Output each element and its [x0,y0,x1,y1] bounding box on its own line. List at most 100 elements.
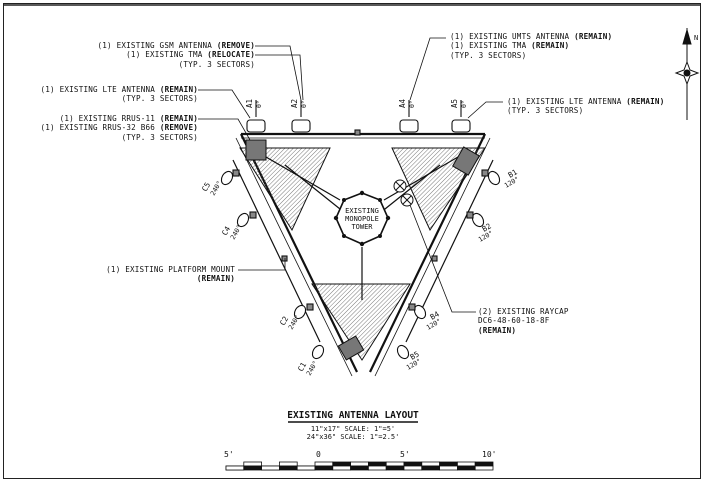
north-arrow-icon: N [674,28,700,120]
layout-title: EXISTING ANTENNA LAYOUT [287,410,419,421]
antenna-az-A2: 0° [300,100,308,108]
note-platform-status: (REMAIN) [196,274,235,284]
note-raycap-model: DC6-48-60-18-8F [478,316,550,326]
note-lte-left: (1) EXISTING LTE ANTENNA (REMAIN) (TYP. … [41,85,198,104]
leader-lines [198,37,503,313]
note-platform-line1: (1) EXISTING PLATFORM MOUNT [106,265,235,274]
antenna-label-C5: C5 [200,181,212,193]
scale-bar-segment [439,461,458,467]
scale-tick-5-right: 5' [400,450,410,459]
scale-bar-segment [456,465,476,471]
note-raycap-line1: (2) EXISTING RAYCAP [478,307,569,316]
note-lte-left-line1: (1) EXISTING LTE ANTENNA [40,85,160,94]
antenna-label-A2: A2 [290,99,299,108]
note-umts-typ: (TYP. 3 SECTORS) [450,50,527,60]
raycap-units [393,179,414,207]
antenna-label-B1: B1 [507,167,519,179]
note-lte-right-typ: (TYP. 3 SECTORS) [507,106,584,116]
note-raycap-status: (REMAIN) [478,325,517,335]
note-lte-right-status: (REMAIN) [626,97,665,106]
scale-bar-segment [403,461,423,467]
scale-bar-segment [314,461,334,467]
scale-bar-segment [474,465,494,471]
note-rrus11-line: (1) EXISTING RRUS-11 [59,114,160,123]
title-block: EXISTING ANTENNA LAYOUT 11"x17" SCALE: 1… [287,410,419,441]
antenna-az-B1: 120° [503,175,521,190]
scale-bar-segment [314,465,334,471]
side-antennas [220,129,501,360]
antenna-label-C2: C2 [278,315,290,327]
antenna-az-C1: 240° [305,359,320,377]
note-umts-tma-status: (REMAIN) [531,41,570,51]
note-raycap: (2) EXISTING RAYCAP DC6-48-60-18-8F (REM… [478,307,569,335]
antenna-label-B2: B2 [481,221,493,233]
note-lte-left-status: (REMAIN) [159,85,198,94]
note-umts-antenna: (1) EXISTING UMTS ANTENNA (REMAIN) (1) E… [450,32,612,60]
note-umts-status: (REMAIN) [574,32,613,41]
antenna-az-B4: 120° [425,317,443,332]
note-lte-right-line1: (1) EXISTING LTE ANTENNA [507,97,627,106]
antenna-label-B5: B5 [409,349,421,361]
note-lte-right: (1) EXISTING LTE ANTENNA (REMAIN) (TYP. … [507,97,664,116]
antenna-az-A1: 0° [255,100,263,108]
antenna-label-A1: A1 [245,99,254,108]
antenna-label-C1: C1 [296,361,308,373]
note-rrus32-status: (REMOVE) [159,123,198,133]
note-tma-status: (RELOCATE) [207,50,255,60]
note-gsm-line1: (1) EXISTING GSM ANTENNA [97,41,217,50]
scale-bar-segment [439,465,458,471]
rrus-units [245,139,480,361]
scale-bar-segment [403,465,423,471]
scale-bar-segment [261,465,280,471]
antenna-az-B5: 120° [405,357,423,372]
drawing-frame [3,3,701,479]
note-platform-mount: (1) EXISTING PLATFORM MOUNT (REMAIN) [106,265,235,284]
scale-bar-segment [278,461,298,467]
graphic-scale-bar: 5' 0 5' 10' [224,450,496,471]
scale-bar-segment [385,461,405,467]
scale-bar-segment [332,461,351,467]
antenna-az-A5: 0° [460,100,468,108]
scale-bar-segment [474,461,494,467]
scale-note-1: 11"x17" SCALE: 1"=5' [311,425,395,433]
note-umts-tma-line: (1) EXISTING TMA [450,41,532,51]
scale-bar-segment [456,461,476,467]
note-rrus32-line: (1) EXISTING RRUS-32 B66 [40,123,160,133]
note-lte-left-typ: (TYP. 3 SECTORS) [121,94,198,104]
scale-note-2: 24"x36" SCALE: 1"=2.5' [307,433,400,441]
antenna-az-A4: 0° [408,100,416,108]
scale-bar-segment [421,465,440,471]
scale-tick-10: 10' [482,450,496,459]
tower-label-1: EXISTING [345,207,379,215]
scale-bar-segment [278,465,298,471]
scale-bar-segment [421,461,440,467]
antenna-az-B2: 120° [477,229,495,244]
scale-bar-segment [243,461,263,467]
note-umts-line1: (1) EXISTING UMTS ANTENNA [450,32,575,41]
sector-platform-alpha [239,147,331,232]
scale-bar-segment [350,465,369,471]
scale-bar-segment [243,465,263,471]
note-gsm-antenna: (1) EXISTING GSM ANTENNA (REMOVE) (1) EX… [98,41,255,69]
scale-tick-0: 0 [316,450,321,459]
scale-bar-segment [350,461,369,467]
scale-bar-segment [385,465,405,471]
note-rrus: (1) EXISTING RRUS-11 (REMAIN) (1) EXISTI… [41,114,198,142]
monopole-tower: EXISTING MONOPOLE TOWER [333,190,391,247]
north-label: N [694,34,698,42]
note-rrus-typ: (TYP. 3 SECTORS) [121,132,198,142]
scale-tick-5-left: 5' [224,450,234,459]
scale-bar-segment [367,465,387,471]
note-rrus11-status: (REMAIN) [159,114,198,123]
scale-bar-segment [332,465,351,471]
scale-bar-segment [296,465,316,471]
antenna-label-A4: A4 [398,98,407,108]
scale-bar-segment [225,465,245,471]
top-antennas [246,100,471,133]
sector-platform-gamma [311,283,411,361]
tower-label-3: TOWER [351,223,373,231]
scale-bar-segment [367,461,387,467]
tower-label-2: MONOPOLE [345,215,379,223]
